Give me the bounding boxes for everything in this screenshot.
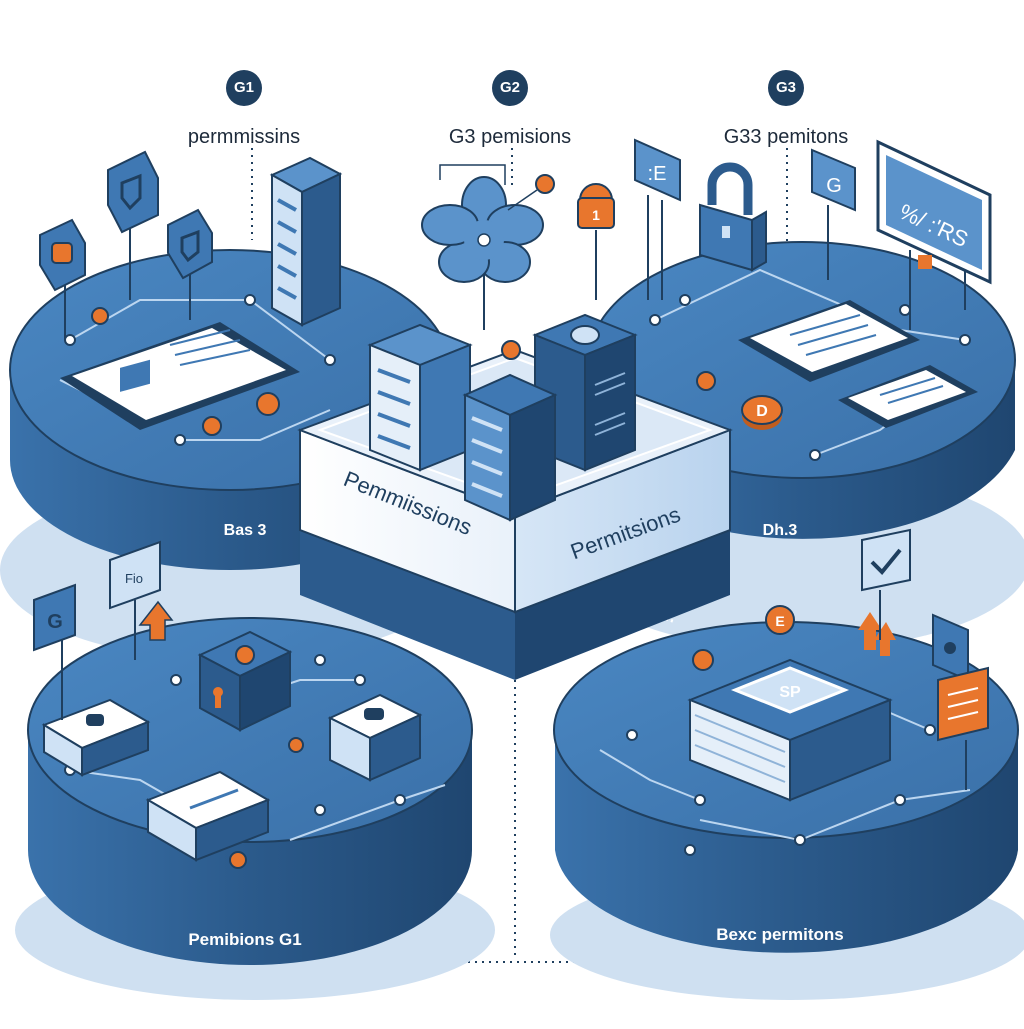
orange-dot-icon [696, 371, 716, 391]
shield-sign-icon [39, 218, 86, 340]
server-icon [462, 373, 558, 522]
orange-token-icon [202, 416, 222, 436]
lock-badge-label: 1 [592, 207, 600, 223]
platform-bottom-right: SP E [550, 528, 1024, 1000]
orange-token-icon [256, 392, 280, 416]
lock-box-icon [327, 693, 423, 782]
upload-arrow-icon [138, 600, 174, 641]
platform-bottom-left: G Fio Pemibions G1 [15, 540, 495, 1000]
sign-e-icon: :E [634, 138, 681, 300]
group-label: G3 pemisions [448, 126, 572, 148]
document-icon [838, 365, 978, 428]
document-icon [738, 300, 920, 382]
server-tower-icon [269, 156, 343, 327]
sign-e-label: :E [648, 163, 667, 185]
padlock-icon [699, 162, 767, 272]
token-d-icon: D [741, 395, 783, 430]
token-e-label: E [775, 613, 784, 629]
checkmark-sign-icon [861, 528, 911, 640]
group-header-g1: G1 permmissins [134, 70, 354, 149]
platform-label: Pemibions G1 [188, 930, 301, 949]
sign-g-label: G [826, 175, 842, 197]
file-stack-icon [145, 770, 271, 862]
sign-g-icon: G [811, 148, 856, 280]
lock-badge-icon: 1 [577, 183, 615, 300]
book-stack-icon: SP [687, 658, 893, 802]
document-icon [60, 322, 300, 430]
book-cover-label: SP [779, 684, 801, 701]
platform-label: Dh.3 [763, 522, 798, 539]
orange-token-icon [692, 649, 714, 671]
orange-dot-icon [91, 307, 109, 325]
orange-dot-icon [288, 737, 304, 753]
group-badge: G1 [226, 70, 262, 106]
shield-sign-icon [107, 150, 159, 300]
sign-fio-label: Fio [125, 571, 143, 586]
sign-fio-icon: Fio [109, 540, 161, 660]
orange-dot-icon [501, 340, 521, 360]
orange-dot-icon [229, 851, 247, 869]
token-d-label: D [756, 403, 768, 420]
group-label: G33 pemitons [723, 126, 849, 148]
arrows-icon [858, 612, 896, 656]
platform-label: Bas 3 [224, 522, 267, 539]
document-sign-icon [937, 666, 989, 790]
shield-sign-icon [167, 208, 213, 320]
sign-g-icon: G [33, 583, 76, 720]
cloud-network-icon [421, 164, 555, 330]
platform-label: Bexc permitons [716, 925, 844, 944]
group-badge: G3 [768, 70, 804, 106]
file-stack-icon [41, 698, 151, 777]
lock-cube-icon [197, 630, 293, 732]
group-header-g2: G2 G3 pemisions [400, 70, 620, 149]
group-badge: G2 [492, 70, 528, 106]
server-icon [367, 323, 473, 472]
monitor-icon: %/ :'RS [876, 139, 992, 330]
group-header-g3: G3 G33 pemitons [676, 70, 896, 149]
central-permissions-hub: Pemmiissions Permitsions [297, 313, 733, 680]
sign-g-label: G [47, 611, 63, 633]
token-e-icon: E [765, 605, 795, 635]
group-label: permmissins [187, 126, 301, 148]
